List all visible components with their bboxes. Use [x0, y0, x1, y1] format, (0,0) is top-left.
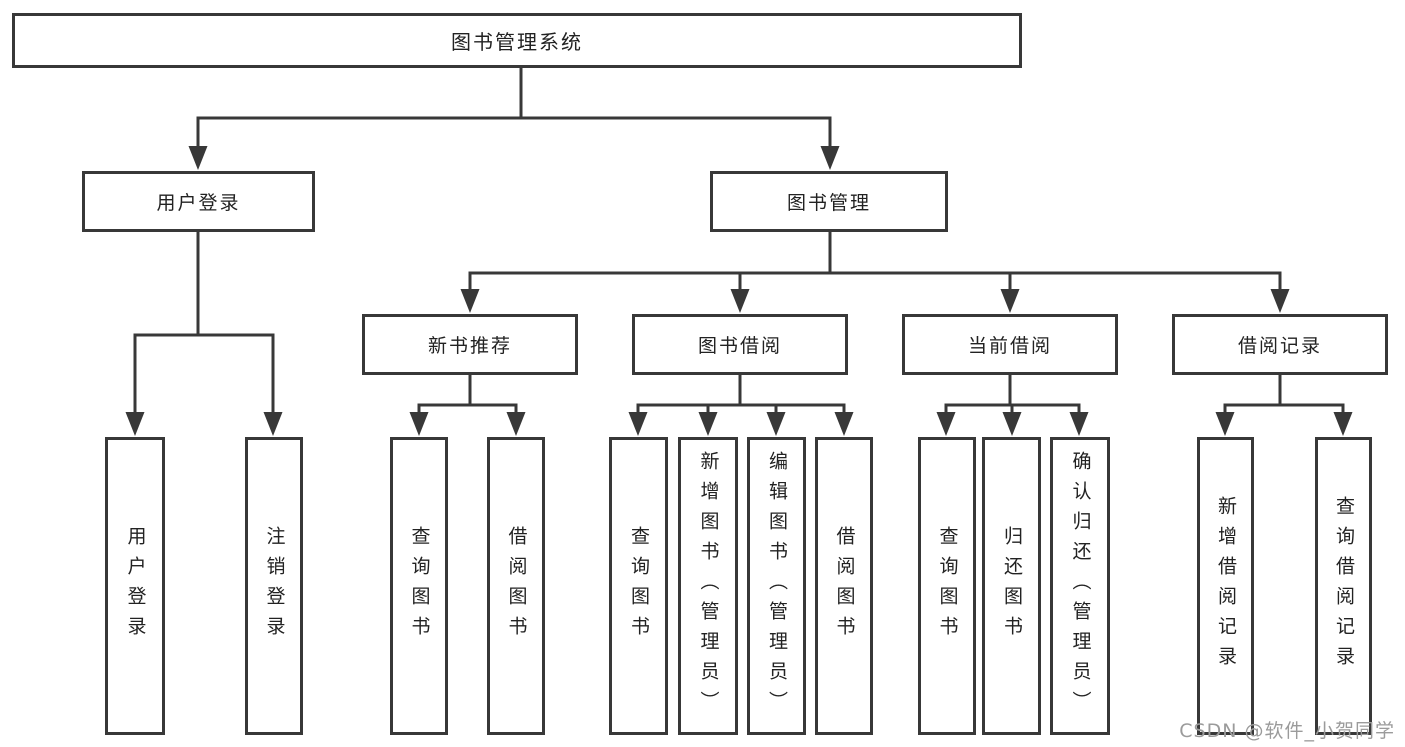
leaf-query-borrow-record: 查询借阅记录: [1315, 437, 1372, 735]
leaf-logout: 注销登录: [245, 437, 303, 735]
csdn-watermark: CSDN @软件_小贺同学: [1179, 720, 1395, 742]
node-book-borrowing: 图书借阅: [632, 314, 848, 375]
leaf-user-login: 用户登录: [105, 437, 165, 735]
node-current-borrowing: 当前借阅: [902, 314, 1118, 375]
node-borrowing-records: 借阅记录: [1172, 314, 1388, 375]
leaf-add-books-admin: 新增图书（管理员）: [678, 437, 738, 735]
leaf-recommend-borrow-books: 借阅图书: [487, 437, 545, 735]
leaf-borrow-books: 借阅图书: [815, 437, 873, 735]
leaf-return-books: 归还图书: [982, 437, 1041, 735]
node-book-management: 图书管理: [710, 171, 948, 232]
node-user-login: 用户登录: [82, 171, 315, 232]
leaf-edit-books-admin: 编辑图书（管理员）: [747, 437, 806, 735]
leaf-recommend-query-books: 查询图书: [390, 437, 448, 735]
node-library-management-system: 图书管理系统: [12, 13, 1022, 68]
leaf-add-borrow-record: 新增借阅记录: [1197, 437, 1254, 735]
leaf-current-query-books: 查询图书: [918, 437, 976, 735]
node-new-book-recommendation: 新书推荐: [362, 314, 578, 375]
leaf-borrow-query-books: 查询图书: [609, 437, 668, 735]
leaf-confirm-return-admin: 确认归还（管理员）: [1050, 437, 1110, 735]
